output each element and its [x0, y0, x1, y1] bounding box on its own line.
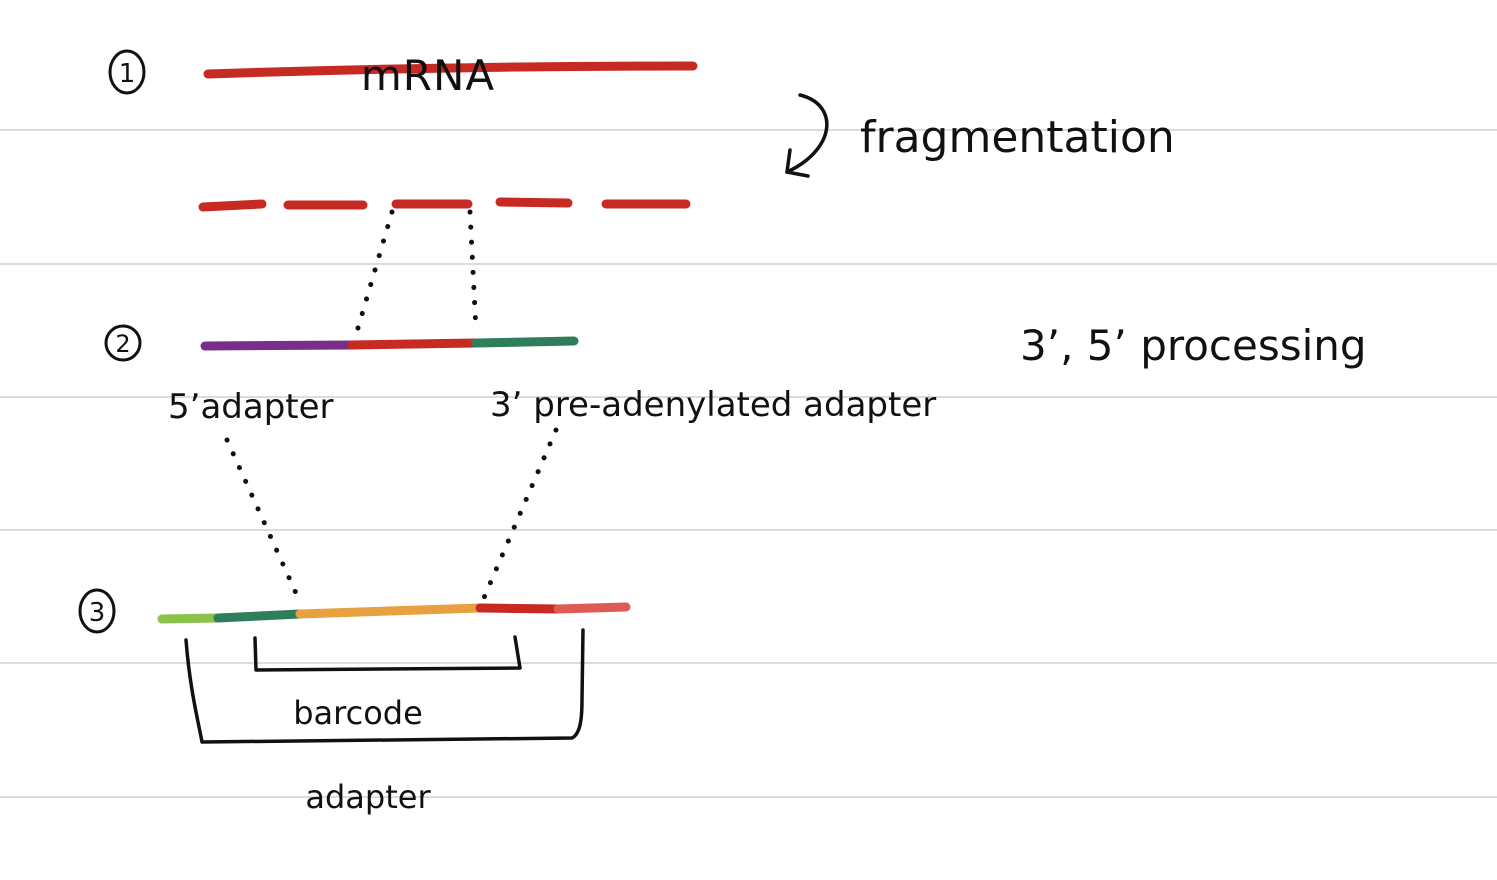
mrna-label: mRNA [361, 51, 495, 100]
dotted-connector [224, 437, 303, 605]
step-three-marker: 3 [78, 588, 116, 634]
red-segment [475, 603, 563, 614]
step-number: 2 [115, 330, 130, 358]
ruled-lines [0, 129, 1497, 798]
step-circle [104, 324, 142, 362]
step-two-marker: 2 [104, 324, 142, 362]
step-number: 1 [119, 59, 136, 89]
step-circle [108, 49, 146, 95]
fragment [198, 199, 267, 212]
processing-label: 3’, 5’ processing [1020, 321, 1367, 370]
orange-segment [295, 603, 485, 619]
adapter-bracket [184, 628, 585, 744]
five-adapter-strand [200, 340, 357, 351]
dark-green-segment [213, 609, 305, 623]
adapter-label: adapter [305, 778, 431, 816]
light-green-segment [157, 613, 223, 624]
three-adapter-label: 3’ pre-adenylated adapter [490, 385, 936, 425]
fragmentation-arrow [785, 93, 829, 178]
step-circle [78, 588, 116, 634]
dotted-connector [355, 209, 395, 331]
dotted-connector [467, 209, 479, 333]
mrna-fragments [198, 197, 691, 212]
three-adapter-strand [471, 336, 579, 348]
five-adapter-label: 5’adapter [168, 387, 334, 427]
fragment [495, 197, 573, 208]
dotted-connector [480, 427, 559, 603]
mrna-strand [203, 61, 698, 79]
fragmentation-label: fragmentation [860, 112, 1175, 163]
curved-arrow-icon [785, 93, 829, 174]
step-one-marker: 1 [108, 49, 146, 95]
pink-segment [553, 602, 631, 614]
step-number: 3 [89, 598, 106, 628]
barcode-label: barcode [293, 694, 423, 732]
fragment-strand [347, 338, 481, 350]
barcode-bracket [253, 635, 522, 672]
arrowhead-icon [785, 148, 810, 178]
